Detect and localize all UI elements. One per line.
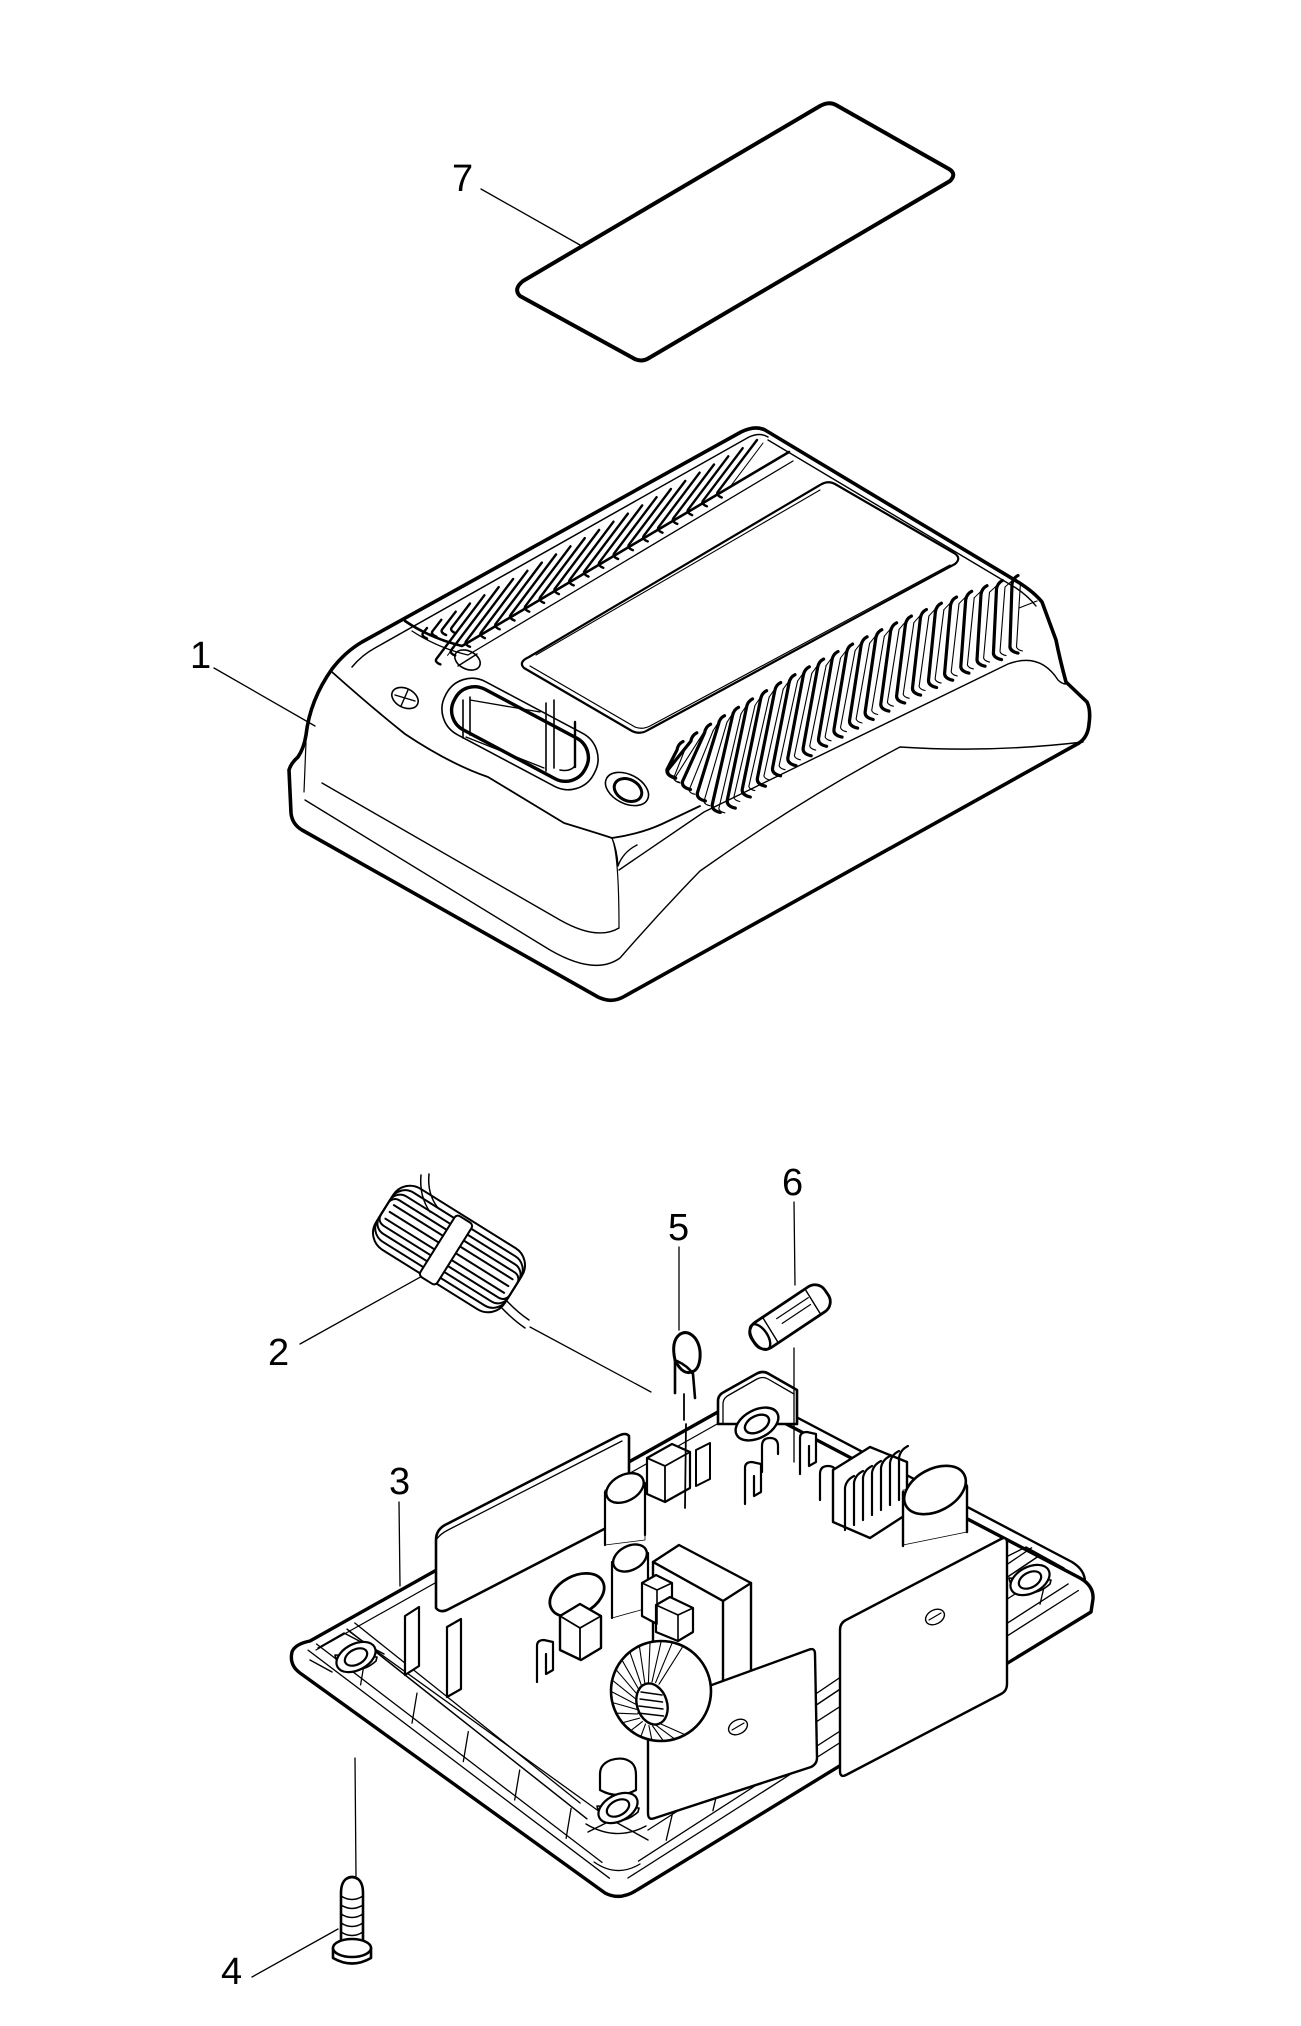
svg-text:7: 7 bbox=[452, 158, 473, 200]
svg-text:5: 5 bbox=[668, 1207, 689, 1249]
svg-text:4: 4 bbox=[221, 1951, 242, 1993]
svg-text:6: 6 bbox=[782, 1162, 803, 1204]
svg-text:1: 1 bbox=[190, 635, 211, 677]
svg-text:3: 3 bbox=[389, 1461, 410, 1503]
svg-text:2: 2 bbox=[268, 1332, 289, 1374]
